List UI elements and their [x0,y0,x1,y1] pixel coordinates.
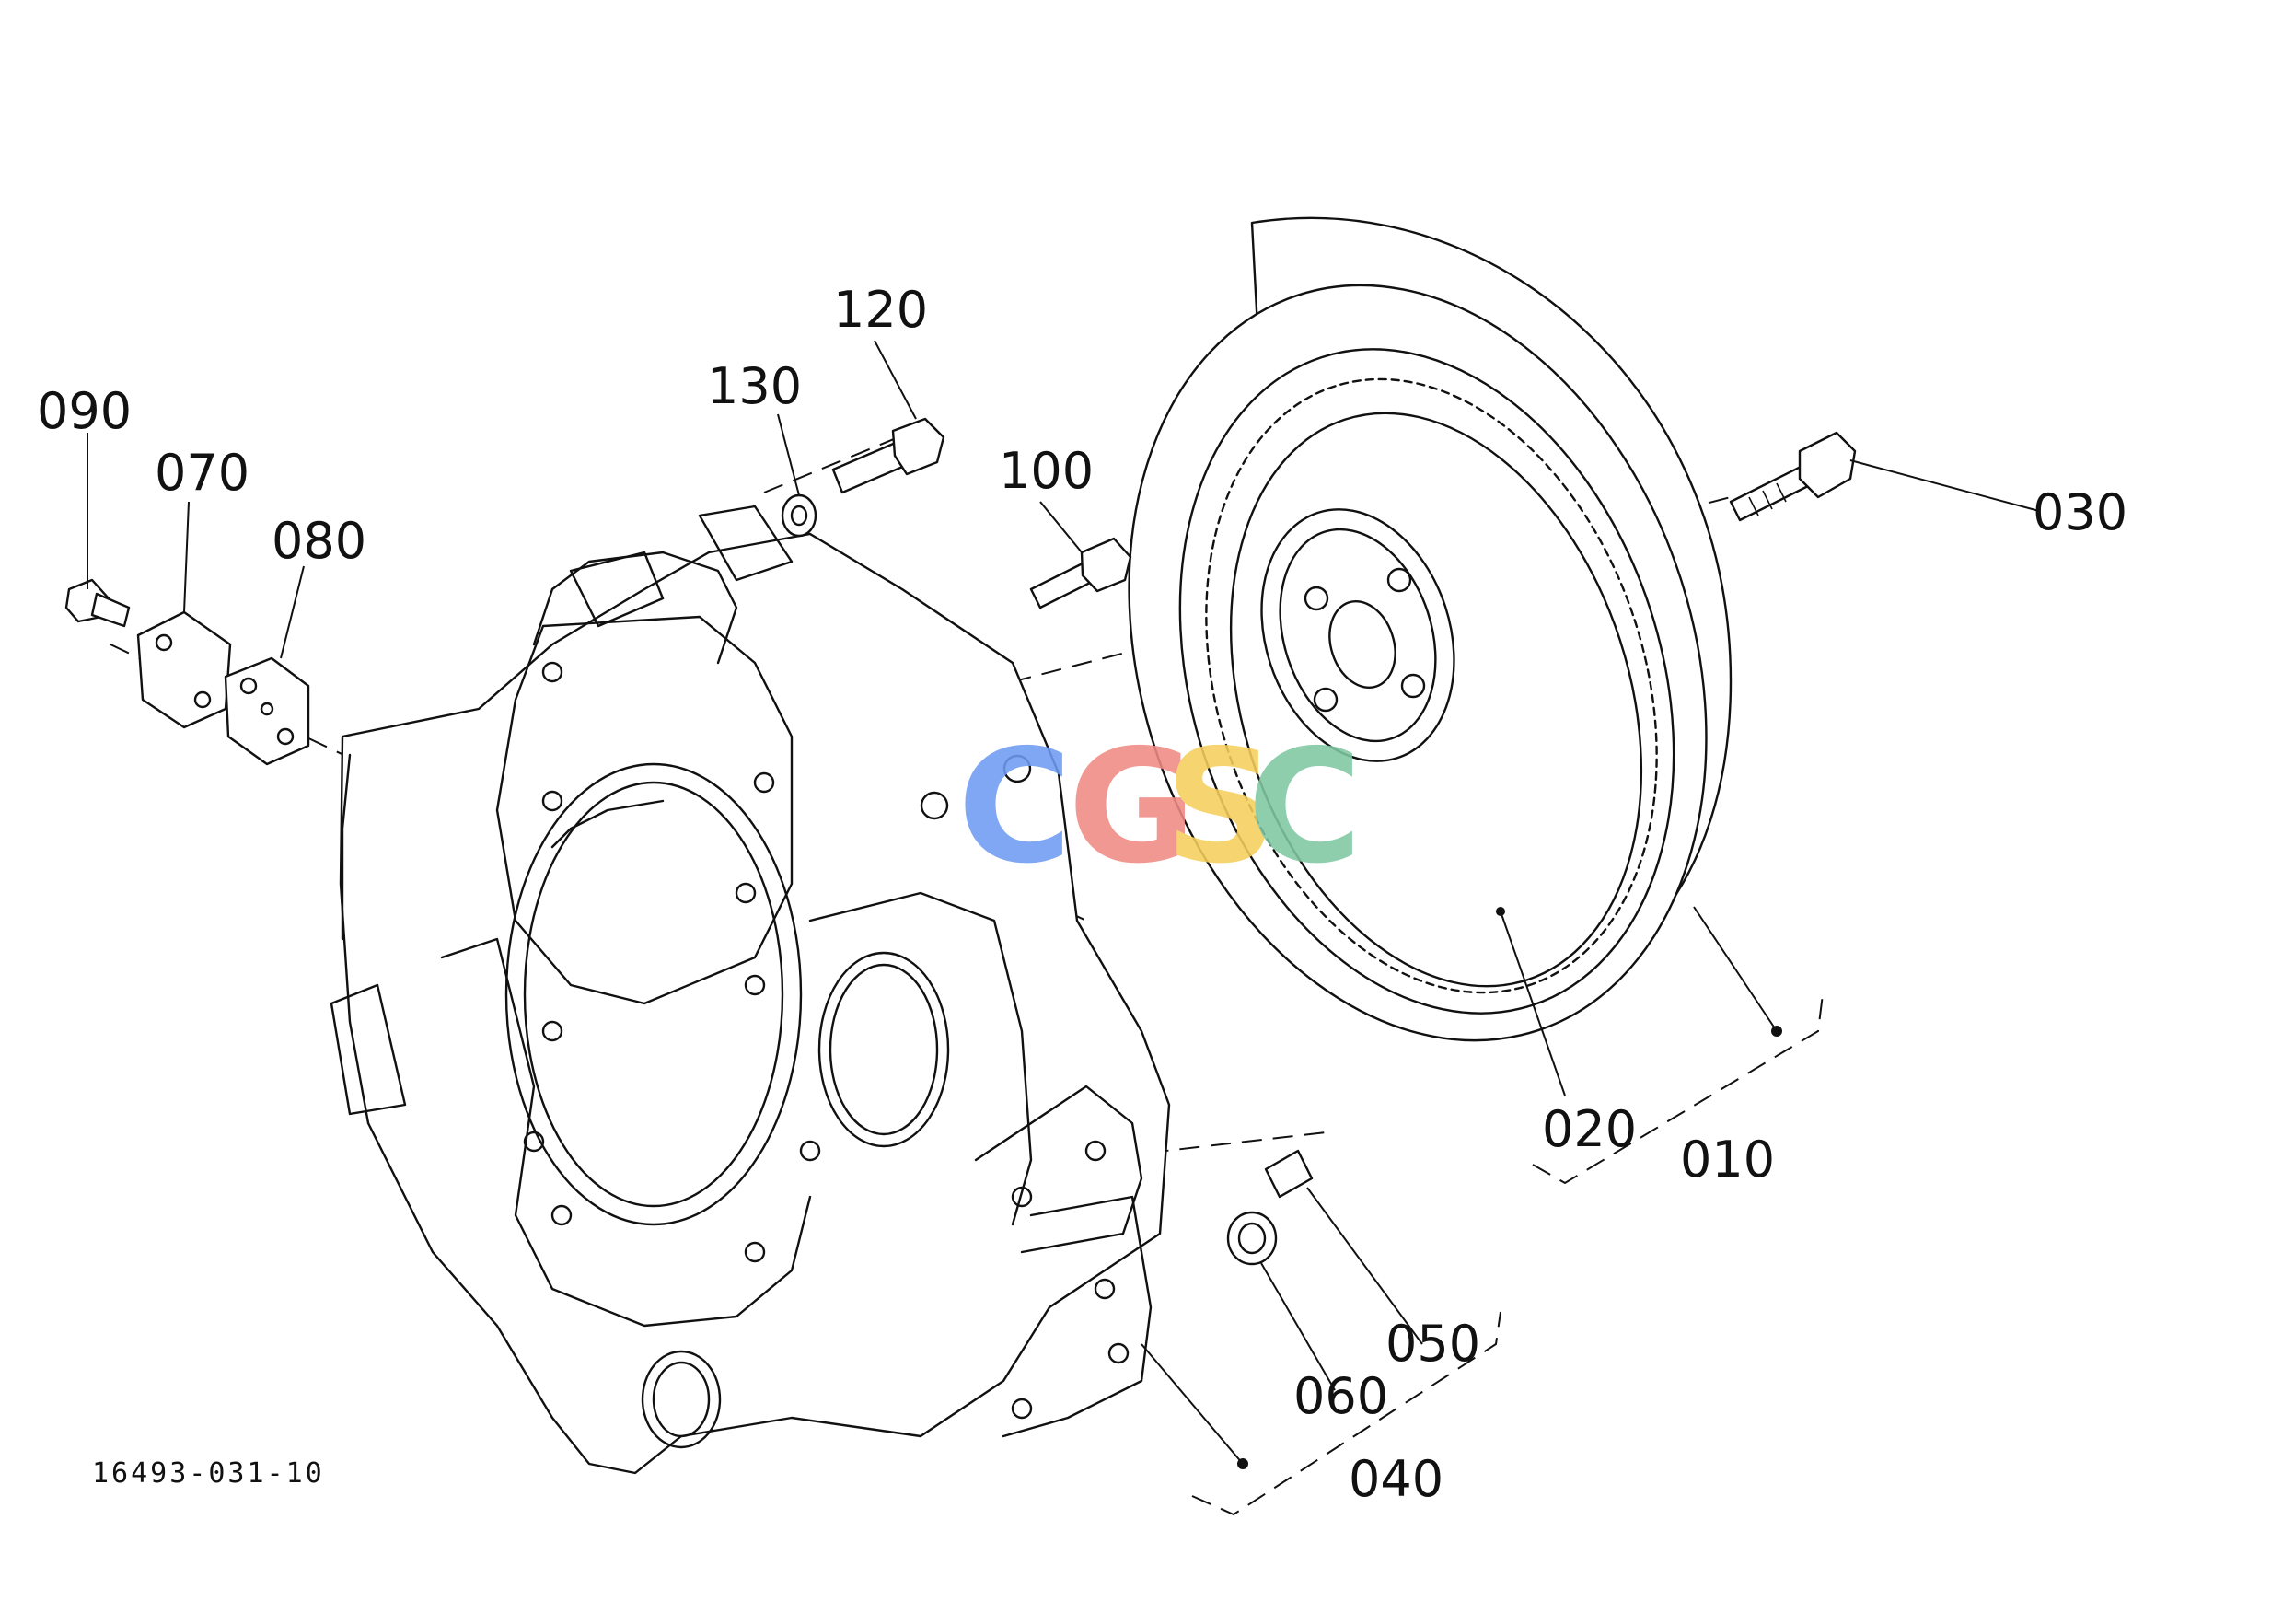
pin-050 [1264,1149,1314,1199]
callout-020: 020 [1542,1100,1637,1158]
callout-060: 060 [1293,1367,1388,1425]
callout-090: 090 [37,382,132,440]
callout-080: 080 [272,512,366,570]
callout-130: 130 [707,357,802,415]
ring-gear-teeth [1205,377,1658,994]
callout-040: 040 [1349,1450,1443,1508]
callout-120: 120 [833,281,928,339]
watermark-letter: C [1247,716,1362,899]
gasket-080 [224,656,310,766]
bolt-030 [1729,431,1857,522]
watermark-letter: S [1165,716,1277,899]
bolt-100 [1029,537,1132,609]
assembly-brackets [1191,993,1824,1516]
bolt-120 [831,417,945,494]
callout-070: 070 [155,444,249,502]
watermark-logo: C G S C [957,716,1362,899]
watermark-letter: G [1068,716,1197,899]
watermark-letter: C [957,716,1072,899]
callout-010: 010 [1680,1131,1775,1189]
flywheel [1128,216,1733,1042]
callout-030: 030 [2033,483,2127,541]
washer-130 [781,493,817,538]
plug-090 [64,578,131,628]
bushing-060 [1226,1211,1278,1266]
leader-lines [87,340,2040,1469]
cover-070 [136,610,232,729]
drawing-number: 16493-031-10 [92,1457,325,1490]
flywheel-housing [330,505,1171,1475]
callout-100: 100 [999,442,1094,500]
callout-050: 050 [1385,1315,1480,1373]
